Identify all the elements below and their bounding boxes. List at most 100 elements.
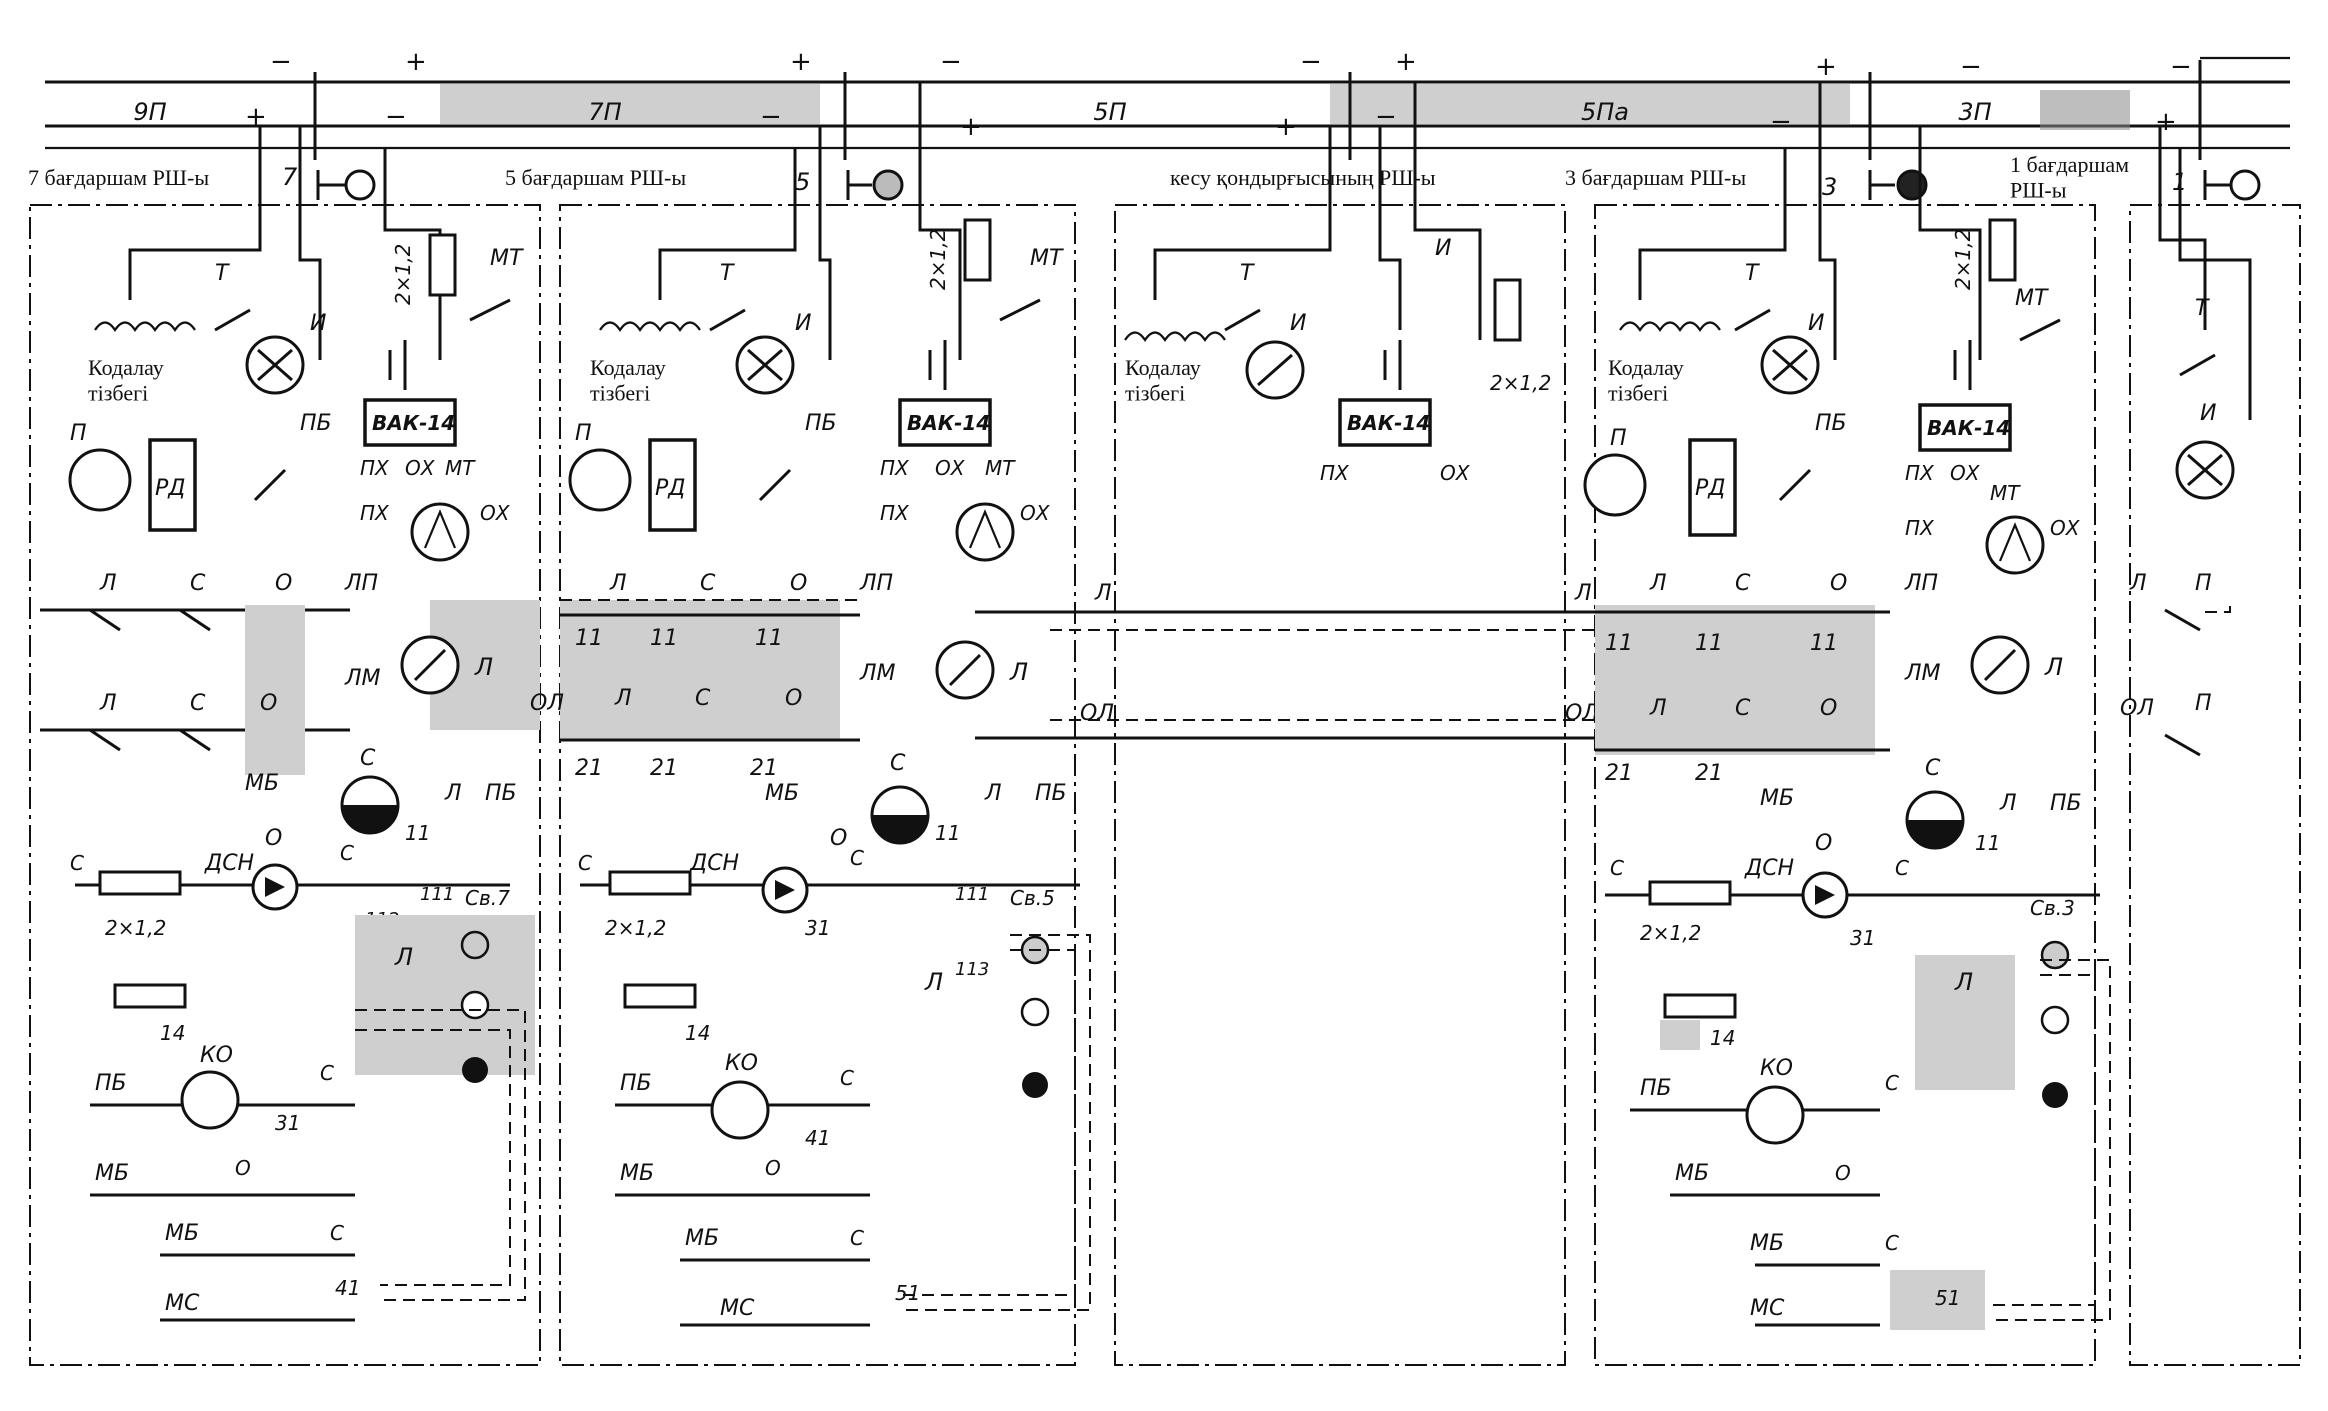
svg-text:ПБ: ПБ (300, 411, 332, 436)
ko-lamp (180, 1070, 240, 1130)
svg-text:ОХ: ОХ (1440, 461, 1471, 485)
ko-lamp (1745, 1085, 1805, 1145)
svg-text:Л: Л (2044, 653, 2063, 681)
svg-text:Л: Л (614, 686, 632, 711)
svg-text:МБ: МБ (765, 781, 799, 806)
svg-text:Л: Л (1009, 658, 1028, 686)
svg-text:11: 11 (755, 626, 783, 651)
dsn-group: С ДСН 2×1,2 14 О С 112 111 Л Св.7 (70, 826, 535, 1083)
vak14-block (1338, 398, 1432, 447)
rail-circuit (68, 448, 132, 512)
svg-text:ПБ: ПБ (805, 411, 837, 436)
resistor (963, 218, 992, 282)
svg-text:МБ: МБ (1760, 786, 1794, 811)
svg-text:МТ: МТ (1990, 481, 2021, 505)
svg-text:21: 21 (750, 756, 778, 781)
svg-text:11: 11 (405, 821, 430, 845)
svg-text:ВАК-14: ВАК-14 (907, 411, 990, 435)
coding-circuit-curl (94, 321, 196, 332)
vak14-block (898, 398, 992, 447)
resistor (1493, 278, 1522, 342)
svg-text:О: О (785, 686, 802, 711)
panel-title: 5 бағдаршам РШ-ы (505, 165, 686, 190)
svg-text:ЛП: ЛП (859, 571, 893, 596)
svg-text:О: О (275, 571, 292, 596)
svg-text:С: С (890, 751, 906, 776)
svg-text:Т: Т (1240, 261, 1255, 286)
svg-text:21: 21 (1695, 761, 1723, 786)
svg-text:С: С (190, 571, 206, 596)
svg-text:КО: КО (1760, 1056, 1793, 1081)
rd-relay (148, 438, 197, 532)
svg-text:−: − (2170, 52, 2192, 82)
svg-text:Л: Л (1649, 696, 1667, 721)
svg-text:С: С (695, 686, 711, 711)
svg-text:ВАК-14: ВАК-14 (1347, 411, 1430, 435)
svg-text:+: + (1395, 47, 1417, 77)
svg-text:С: С (1610, 856, 1624, 880)
svg-text:С: С (1735, 696, 1751, 721)
svg-text:+: + (405, 47, 427, 77)
signal-number: 3 (1822, 173, 1837, 201)
svg-text:П: П (70, 421, 87, 446)
svg-text:О: О (765, 1156, 781, 1180)
svg-text:2×1,2: 2×1,2 (1490, 371, 1551, 395)
svg-text:РД: РД (155, 476, 185, 501)
svg-text:ПБ: ПБ (95, 1071, 127, 1096)
svg-text:МТ: МТ (985, 456, 1016, 480)
svg-text:С: С (850, 1226, 864, 1250)
svg-text:+: + (245, 102, 267, 132)
svg-text:14: 14 (160, 1021, 185, 1045)
svg-text:31: 31 (275, 1111, 300, 1135)
svg-text:С: С (840, 1066, 854, 1090)
svg-text:ДСН: ДСН (689, 851, 739, 876)
svg-text:21: 21 (1605, 761, 1633, 786)
svg-text:Л: Л (99, 691, 117, 716)
svg-text:П: П (575, 421, 592, 446)
svg-text:МБ: МБ (620, 1161, 654, 1186)
panel-frames (29, 204, 2301, 1366)
svg-text:41: 41 (805, 1126, 830, 1150)
svg-text:41: 41 (335, 1276, 360, 1300)
svg-text:2×1,2: 2×1,2 (105, 916, 166, 940)
svg-text:И: И (795, 311, 811, 336)
svg-text:Т: Т (215, 261, 230, 286)
rd-relay (1688, 438, 1737, 537)
svg-text:О: О (235, 1156, 251, 1180)
vak14-block (363, 398, 457, 447)
svg-text:ОХ: ОХ (1020, 501, 1051, 525)
ko-lamp (710, 1080, 770, 1140)
svg-text:ЛМ: ЛМ (859, 661, 896, 686)
svg-text:МС: МС (1750, 1296, 1785, 1321)
svg-text:С: С (320, 1061, 334, 1085)
svg-text:ПХ: ПХ (880, 501, 910, 525)
svg-text:11: 11 (575, 626, 603, 651)
svg-text:С: С (700, 571, 716, 596)
svg-text:МБ: МБ (685, 1226, 719, 1251)
contact-ladder-top: Л С О ЛП 11 11 11 Л С О ЛМ ОЛ 21 21 21 М… (530, 571, 896, 806)
svg-text:−: − (385, 102, 407, 132)
svg-text:11: 11 (935, 821, 960, 845)
svg-text:11: 11 (1605, 631, 1633, 656)
svg-text:МБ: МБ (1675, 1161, 1709, 1186)
bus-segment-label: 9П (133, 98, 166, 126)
svg-text:ПХ: ПХ (880, 456, 910, 480)
bus-segment-label: 7П (588, 98, 621, 126)
vak14-block (1918, 403, 2012, 452)
svg-text:14: 14 (1710, 1026, 1735, 1050)
svg-text:−: − (1375, 102, 1397, 132)
svg-text:Л: Л (444, 781, 462, 806)
svg-text:МС: МС (165, 1291, 200, 1316)
svg-text:−: − (270, 47, 292, 77)
svg-text:РД: РД (1695, 476, 1725, 501)
svg-text:С: С (850, 846, 864, 870)
svg-text:С: С (70, 851, 84, 875)
svg-text:Л: Л (1649, 571, 1667, 596)
dsn-group: С ДСН 2×1,2 14 О С 31 Л Св.3 (1605, 831, 2100, 1108)
svg-text:ПБ: ПБ (2050, 791, 2082, 816)
svg-text:51: 51 (1935, 1286, 1960, 1310)
svg-text:ОХ: ОХ (405, 456, 436, 480)
svg-text:С: С (1885, 1071, 1899, 1095)
